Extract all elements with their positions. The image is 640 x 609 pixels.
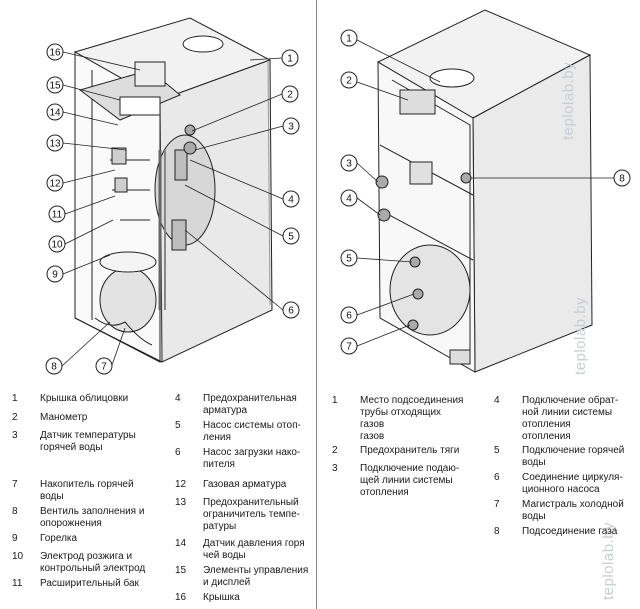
svg-text:2: 2 xyxy=(287,90,293,101)
boiler-cutaway-drawing xyxy=(73,17,273,363)
callout-7: 7 xyxy=(95,357,113,375)
svg-text:1: 1 xyxy=(346,34,352,45)
svg-text:10: 10 xyxy=(51,240,63,251)
left-callouts: 16 15 14 13 12 11 10 9 8 7 1 2 3 4 5 6 xyxy=(45,43,300,375)
callout-15: 15 xyxy=(46,76,64,94)
right-callout-5: 5 xyxy=(340,249,358,267)
svg-text:14: 14 xyxy=(49,108,61,119)
svg-text:3: 3 xyxy=(288,122,294,133)
svg-text:11: 11 xyxy=(52,210,63,221)
boiler-figures: 16 15 14 13 12 11 10 9 8 7 1 2 3 4 5 6 xyxy=(45,9,631,375)
svg-text:7: 7 xyxy=(101,362,107,373)
right-callout-6: 6 xyxy=(340,306,358,324)
callout-12: 12 xyxy=(46,174,64,192)
svg-text:7: 7 xyxy=(346,342,352,353)
svg-text:6: 6 xyxy=(288,306,294,317)
right-callouts: 1 2 3 4 5 6 7 8 xyxy=(340,29,631,355)
svg-text:13: 13 xyxy=(49,139,61,150)
callout-2: 2 xyxy=(281,85,299,103)
callout-14: 14 xyxy=(46,103,64,121)
callout-10: 10 xyxy=(48,235,66,253)
panel-divider xyxy=(316,0,317,609)
right-callout-3: 3 xyxy=(340,154,358,172)
watermark-top: teplolab.by xyxy=(560,61,577,140)
svg-text:3: 3 xyxy=(346,159,352,170)
right-callout-8: 8 xyxy=(613,169,631,187)
right-callout-2: 2 xyxy=(340,71,358,89)
callout-9: 9 xyxy=(46,265,64,283)
right-callout-4: 4 xyxy=(340,189,358,207)
watermark-mid: teplolab.by xyxy=(572,296,589,375)
svg-text:5: 5 xyxy=(288,232,294,243)
callout-4: 4 xyxy=(282,190,300,208)
svg-text:16: 16 xyxy=(49,48,61,59)
callout-13: 13 xyxy=(46,134,64,152)
boiler-rear-drawing xyxy=(375,9,593,373)
svg-text:8: 8 xyxy=(619,174,625,185)
svg-text:2: 2 xyxy=(346,76,352,87)
svg-text:12: 12 xyxy=(49,179,61,190)
callout-5: 5 xyxy=(282,227,300,245)
svg-text:4: 4 xyxy=(346,194,352,205)
callout-6: 6 xyxy=(282,301,300,319)
callout-16: 16 xyxy=(46,43,64,61)
right-callout-1: 1 xyxy=(340,29,358,47)
svg-text:1: 1 xyxy=(287,54,293,65)
callout-1: 1 xyxy=(281,49,299,67)
svg-text:5: 5 xyxy=(346,254,352,265)
svg-text:9: 9 xyxy=(52,270,58,281)
svg-text:8: 8 xyxy=(51,362,57,373)
left-leader-lines xyxy=(61,51,284,367)
callout-8: 8 xyxy=(45,357,63,375)
right-leader-lines xyxy=(356,39,614,347)
svg-text:6: 6 xyxy=(346,311,352,322)
svg-text:15: 15 xyxy=(49,81,61,92)
svg-text:4: 4 xyxy=(288,195,294,206)
callout-11: 11 xyxy=(48,205,66,223)
right-callout-7: 7 xyxy=(340,337,358,355)
callout-3: 3 xyxy=(282,117,300,135)
